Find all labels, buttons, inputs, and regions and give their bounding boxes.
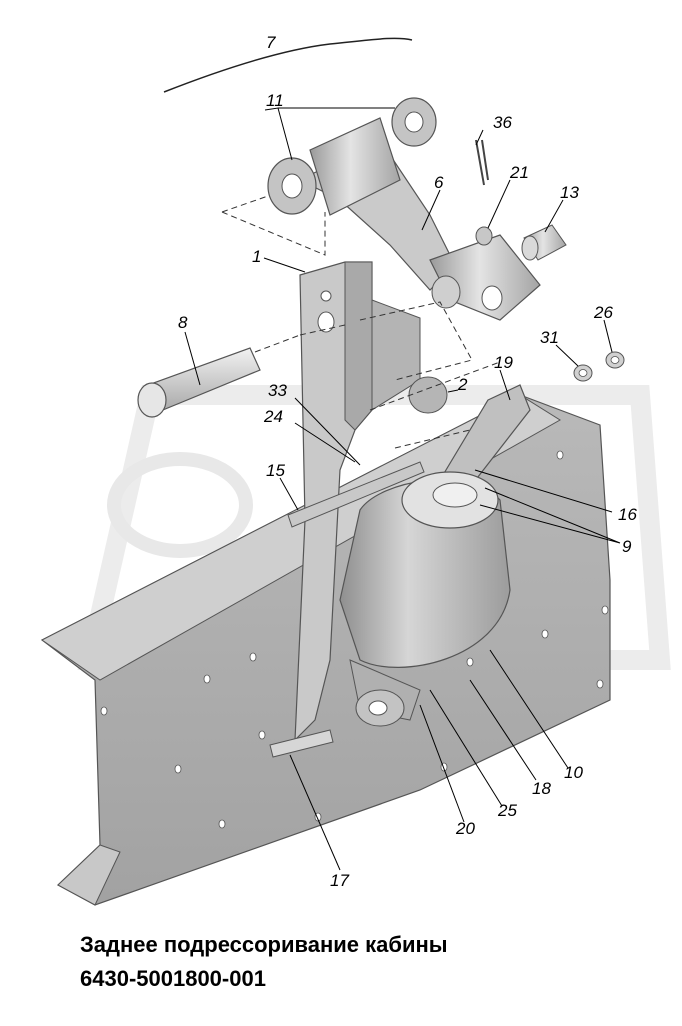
lever-6 [267,97,541,321]
callout-13: 13 [560,183,579,202]
bushing-2 [408,376,448,414]
callout-7: 7 [266,33,276,52]
washer-21 [475,226,493,246]
callout-11: 11 [266,91,284,110]
callout-2: 2 [457,375,468,394]
callout-24: 24 [263,407,283,426]
callout-18: 18 [532,779,551,798]
cotter-pin-36 [475,139,489,186]
bolt-15 [287,461,425,528]
callout-8: 8 [178,313,188,332]
callout-31: 31 [540,328,559,347]
nut-26 [605,351,625,369]
watermark-logo [77,385,671,670]
lower-support-20 [355,689,405,727]
callout-21: 21 [509,163,529,182]
callout-26: 26 [593,303,613,322]
callout-36: 36 [493,113,512,132]
callout-6: 6 [434,173,444,192]
caption-title: Заднее подрессоривание кабины [80,932,448,957]
cab-floor-line [163,37,413,93]
sleeve-13 [521,224,567,261]
upper-mount-19 [439,384,531,501]
pin-17 [269,729,334,758]
leader-lines [184,107,621,871]
pin-8 [137,347,261,418]
callout-1: 1 [252,247,261,266]
callout-17: 17 [330,871,349,890]
callout-33: 33 [268,381,287,400]
callout-25: 25 [497,801,517,820]
callout-19: 19 [494,353,513,372]
callout-16: 16 [618,505,637,524]
nut-31 [573,364,593,382]
callout-15: 15 [266,461,285,480]
caption-part-number: 6430-5001800-001 [80,966,266,991]
callout-20: 20 [455,819,475,838]
callout-10: 10 [564,763,583,782]
callout-9: 9 [622,537,632,556]
assembly-guide-lines [221,195,501,449]
